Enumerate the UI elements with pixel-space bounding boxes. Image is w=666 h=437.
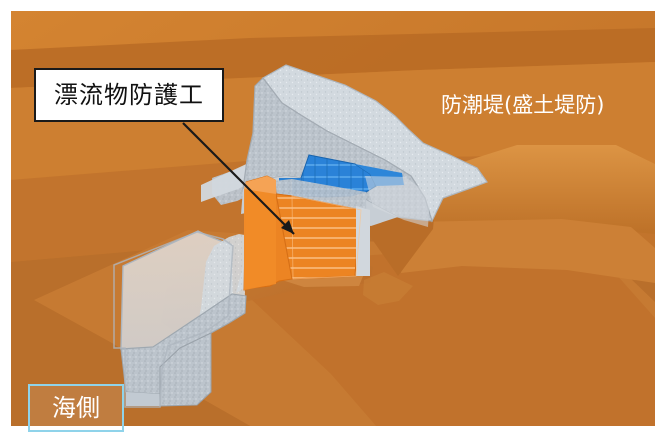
sea-side-label: 海側 xyxy=(28,384,124,432)
debris-barrier-label: 漂流物防護工 xyxy=(34,68,224,122)
embankment-top xyxy=(433,145,655,234)
pointer-arrowhead xyxy=(281,220,294,234)
pointer-line xyxy=(182,122,295,235)
seawall-label: 防潮堤(盛土堤防) xyxy=(441,93,605,117)
